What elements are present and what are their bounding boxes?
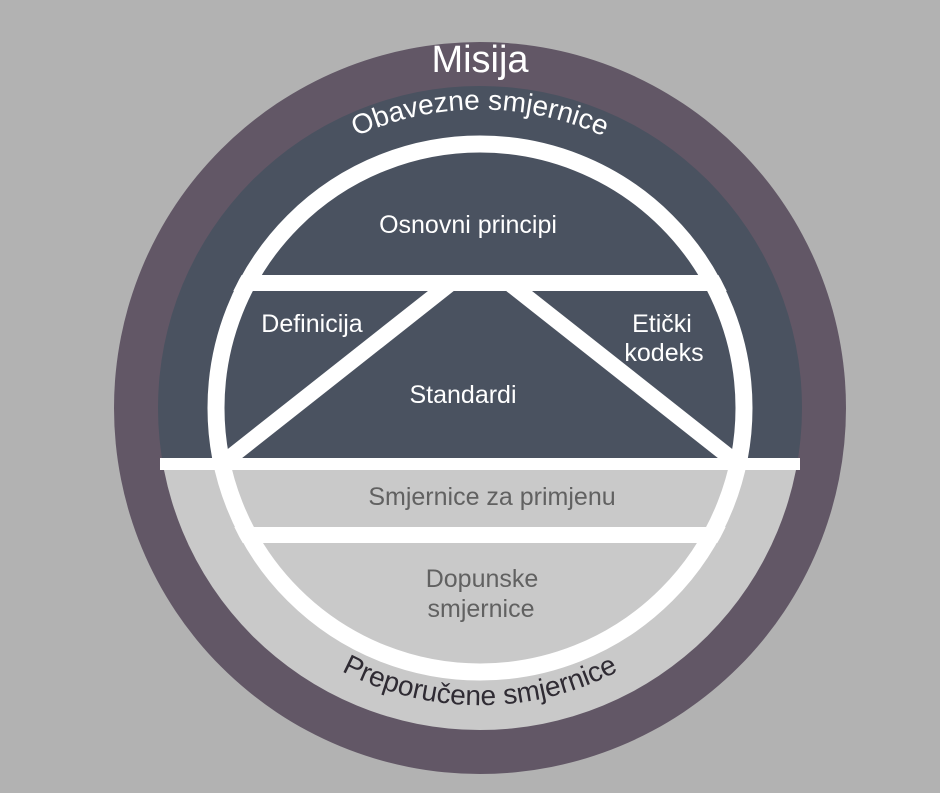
framework-circle-outline [207, 135, 753, 681]
ring-divider-band [160, 458, 800, 470]
label-definition: Definicija [261, 310, 363, 338]
label-core-principles: Osnovni principi [379, 211, 557, 239]
label-ethics-line2: kodeks [624, 339, 703, 367]
diagram-title: Misija [431, 39, 529, 81]
label-standards: Standardi [409, 381, 516, 409]
label-ethics-line1: Etički [632, 310, 692, 338]
label-supplemental-line1: Dopunske [426, 565, 539, 593]
label-implementation-guidance: Smjernice za primjenu [368, 483, 615, 511]
divider-standards-left [223, 276, 456, 466]
divider-standards-right [504, 276, 737, 466]
label-supplemental-line2: smjernice [428, 595, 535, 623]
